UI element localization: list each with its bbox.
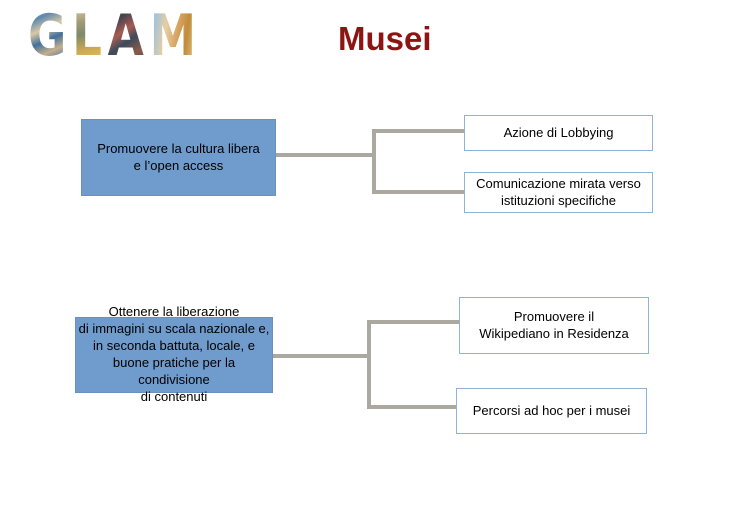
target-box-comunicazione-mirata: Comunicazione mirata verso istituzioni s…: [464, 172, 653, 213]
source-box-liberazione-immagini: Ottenere la liberazione di immagini su s…: [75, 304, 273, 404]
glam-logo-letter-g: G: [28, 3, 67, 69]
connector-group1-branch-bottom: [376, 190, 464, 194]
page-title: Musei: [338, 20, 432, 57]
connector-group1-branch-top: [376, 129, 464, 133]
connector-group2-main: [273, 354, 367, 358]
connector-group2-branch-top: [371, 320, 459, 324]
glam-logo-letter-a: A: [107, 3, 144, 69]
glam-logo-letter-m: M: [149, 3, 197, 69]
source-box-cultura-libera: Promuovere la cultura libera e l’open ac…: [81, 119, 276, 196]
connector-group1-vertical: [372, 129, 376, 194]
connector-group1-main: [276, 153, 372, 157]
target-box-wikipediano-residenza: Promuovere il Wikipediano in Residenza: [459, 297, 649, 354]
connector-group2-vertical: [367, 320, 371, 409]
target-box-percorsi-ad-hoc: Percorsi ad hoc per i musei: [456, 388, 647, 434]
glam-logo-letter-l: L: [72, 3, 102, 69]
connector-group2-branch-bottom: [371, 405, 456, 409]
target-box-azione-lobbying: Azione di Lobbying: [464, 115, 653, 151]
